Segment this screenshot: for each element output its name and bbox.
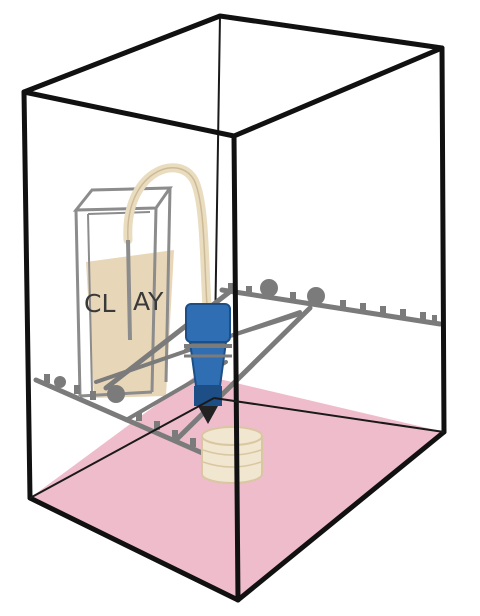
clay-label-part1: CL xyxy=(84,289,115,318)
extruder-nozzle xyxy=(198,406,218,424)
clay-label-second: AY xyxy=(133,287,164,316)
extruder-head xyxy=(184,303,232,424)
frame-front-middle-edge xyxy=(231,133,241,603)
frame-bottom-back-left xyxy=(29,397,215,499)
rail-gears xyxy=(44,279,437,455)
frame-top xyxy=(21,13,445,139)
frame-bottom-right xyxy=(235,429,447,603)
container-plunger-rod xyxy=(126,239,132,341)
x-rail-left xyxy=(33,377,235,469)
y-rail-right xyxy=(173,305,313,443)
clay-container: CL AY xyxy=(72,186,174,398)
x-rail-back xyxy=(219,287,443,327)
clay-label-part2: AY xyxy=(133,287,164,316)
frame-bottom-left xyxy=(27,495,241,603)
printed-clay-object xyxy=(201,426,263,484)
clay-label: CL xyxy=(84,289,115,318)
frame-front-left-edge xyxy=(21,89,33,501)
printer-frame xyxy=(21,13,447,603)
frame-bottom-back-right xyxy=(213,397,445,433)
frame-front-right-edge xyxy=(439,45,447,435)
